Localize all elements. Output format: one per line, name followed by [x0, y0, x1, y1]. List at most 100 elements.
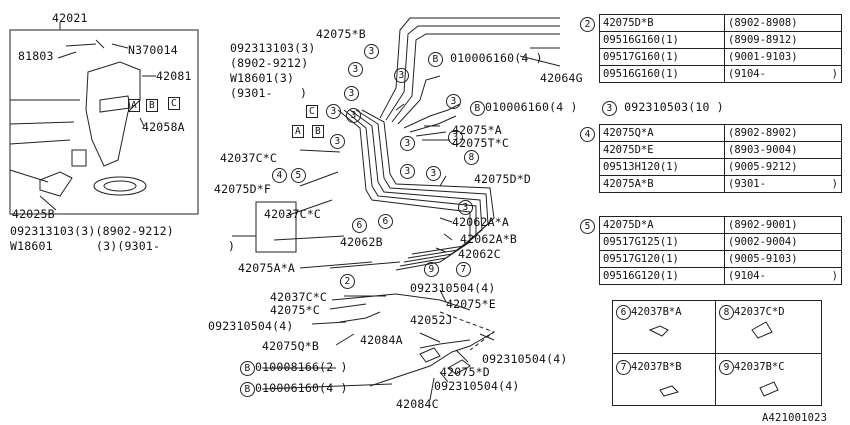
label-42075-a: 42075*A	[452, 123, 502, 137]
callout-circle-3: 3	[330, 134, 345, 149]
callout-circle-2: 2	[340, 274, 355, 289]
callout-circle-3: 3	[426, 166, 441, 181]
label-42062a-a: 42062A*A	[452, 215, 509, 229]
box-a-pipe: A	[292, 124, 304, 138]
label-42075t-c: 42075T*C	[452, 136, 509, 150]
table-part: 09517G120(1)	[599, 250, 725, 268]
callout-circle-3: 3	[348, 62, 363, 77]
label-42062c: 42062C	[458, 247, 501, 261]
label-42037c-c-3: 42037C*C	[270, 290, 327, 304]
callout-circle-8: 8	[464, 150, 479, 165]
label-42084c: 42084C	[396, 397, 439, 411]
upper-note-range1: (8902-9212)	[230, 56, 309, 70]
label-42075-e: 42075*E	[446, 297, 496, 311]
callout-circle-3: 3	[458, 200, 473, 215]
table-range: (9104-)	[724, 267, 842, 285]
upper-note-range2: (9301-	[230, 86, 273, 100]
box-c: C	[168, 96, 180, 110]
callout-circle-4: 4	[272, 168, 287, 183]
table-part: 09516G160(1)	[599, 31, 725, 49]
label-42075a-a: 42075A*A	[238, 261, 295, 275]
table-range: (9002-9004)	[724, 233, 842, 251]
part-42081: 42081	[156, 69, 192, 83]
label-42084a: 42084A	[360, 333, 403, 347]
label-42064g: 42064G	[540, 71, 583, 85]
label-42062a-b: 42062A*B	[460, 232, 517, 246]
label-42037c-c-1: 42037C*C	[220, 151, 277, 165]
label-42075-c: 42075*C	[270, 303, 320, 317]
applicability-table-2: 2 42075D*B (8902-8908) 09516G160(1)(8909…	[580, 14, 842, 83]
table-range: (8902-8908)	[724, 14, 842, 32]
part-81803: 81803	[18, 49, 54, 63]
callout-circle-7: 7	[456, 262, 471, 277]
upper-note-range2-close: )	[300, 86, 308, 100]
table-index: 2	[580, 15, 600, 83]
clip-note-3: 3 092310503(10 )	[602, 101, 724, 116]
left-note-w18601: W18601	[10, 239, 53, 253]
table-range: (9301-)	[724, 175, 842, 193]
left-note-close: )	[228, 239, 236, 253]
left-note-range: (3)(9301-	[96, 239, 161, 253]
table-range: (8902-8902)	[724, 124, 842, 142]
table-range: (9005-9212)	[724, 158, 842, 176]
callout-circle-3: 3	[446, 94, 461, 109]
table-part: 09517G125(1)	[599, 233, 725, 251]
part-42025B: 42025B	[12, 207, 55, 221]
table-index: 5	[580, 217, 600, 285]
clip-504-b: 092310504(4)	[208, 319, 294, 333]
callout-circle-3: 3	[364, 44, 379, 59]
box-b: B	[146, 98, 158, 112]
table-part: 09517G160(1)	[599, 48, 725, 66]
callout-circle-3: 3	[448, 130, 463, 145]
callout-circle-3: 3	[394, 68, 409, 83]
part-42021: 42021	[52, 11, 88, 25]
label-42037c-c-2: 42037C*C	[264, 207, 321, 221]
table-range: (8909-8912)	[724, 31, 842, 49]
callout-circle-3: 3	[400, 164, 415, 179]
box-b-pipe: B	[312, 124, 324, 138]
callout-circle-3: 3	[326, 104, 341, 119]
table-range: (9001-9103)	[724, 48, 842, 66]
callout-circle-3: 3	[344, 86, 359, 101]
label-42075d-f: 42075D*F	[214, 182, 271, 196]
label-42075q-b: 42075Q*B	[262, 339, 319, 353]
table-range: (8903-9004)	[724, 141, 842, 159]
applicability-table-4: 4 42075Q*A (8902-8902) 42075D*E(8903-900…	[580, 124, 842, 193]
clip-504-a: 092310504(4)	[410, 281, 496, 295]
callout-circle-6: 6	[352, 218, 367, 233]
diagram-id: A421001023	[762, 412, 828, 424]
label-42052j: 42052J	[410, 313, 453, 327]
table-range: (8902-9001)	[724, 216, 842, 234]
label-42075-d: 42075*D	[440, 365, 490, 379]
table-part: 42075D*E	[599, 141, 725, 159]
table-part: 42075A*B	[599, 175, 725, 193]
left-note-line1: 092313103(3)(8902-9212)	[10, 224, 174, 238]
table-part: 42075D*B	[599, 14, 725, 32]
box-a: A	[128, 98, 140, 112]
table-part: 42075D*A	[599, 216, 725, 234]
callout-circle-5: 5	[291, 168, 306, 183]
callout-circle-3: 3	[346, 108, 361, 123]
upper-note-part: 092313103(3)	[230, 41, 316, 55]
applicability-table-5: 5 42075D*A (8902-9001) 09517G125(1)(9002…	[580, 216, 842, 285]
table-part: 09516G120(1)	[599, 267, 725, 285]
box-c-pipe: C	[306, 104, 318, 118]
table-index: 4	[580, 125, 600, 193]
part-N370014: N370014	[128, 43, 178, 57]
label-42075-b: 42075*B	[316, 27, 366, 41]
upper-note-washer: W18601(3)	[230, 71, 295, 85]
label-42062b: 42062B	[340, 235, 383, 249]
callout-circle-3: 3	[400, 136, 415, 151]
bolt-note-1: B 010006160(4 )	[428, 52, 543, 67]
label-42075d-d: 42075D*D	[474, 172, 531, 186]
table-range: (9005-9103)	[724, 250, 842, 268]
